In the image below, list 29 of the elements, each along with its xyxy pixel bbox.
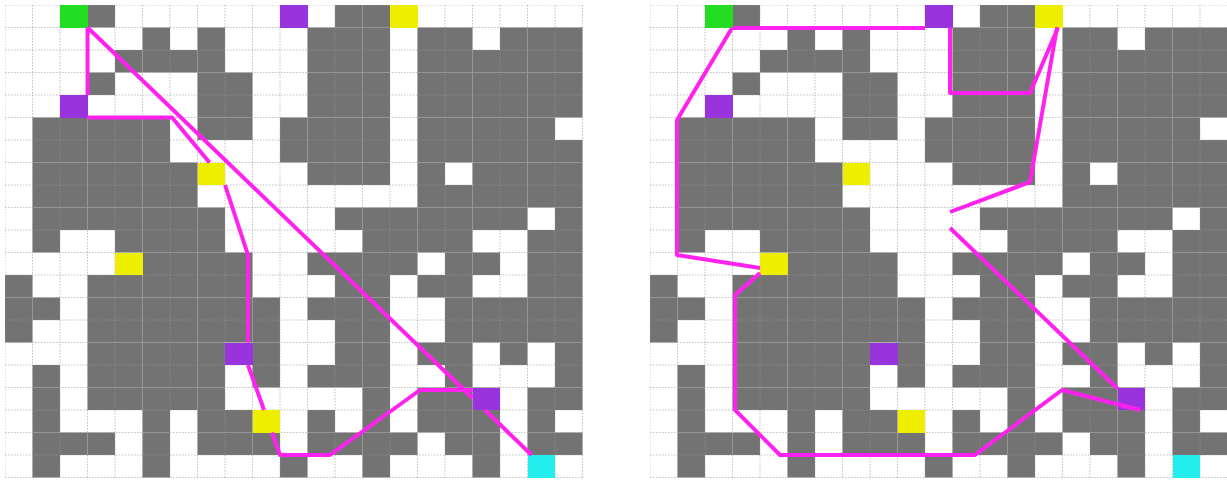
- path-line: [223, 184, 250, 343]
- path-line: [948, 226, 1119, 390]
- marked-cell: [252, 410, 280, 433]
- marked-cell: [527, 455, 555, 478]
- marked-cell: [60, 5, 88, 28]
- marked-cell: [1172, 455, 1200, 478]
- path-line: [270, 388, 473, 457]
- path-line: [732, 26, 925, 30]
- marked-cell: [705, 95, 733, 118]
- marked-cell: [60, 95, 88, 118]
- path-line: [246, 364, 266, 411]
- path-line: [949, 27, 1059, 214]
- marked-cell: [897, 410, 925, 433]
- marked-cell: [115, 252, 143, 275]
- path-line: [733, 271, 1141, 457]
- path-line: [85, 27, 90, 95]
- path-line: [675, 26, 761, 270]
- marked-cell: [870, 342, 898, 365]
- marked-cell: [280, 5, 308, 28]
- marked-cell: [1035, 5, 1063, 28]
- marked-cell: [705, 5, 733, 28]
- path-line: [948, 26, 1060, 95]
- marked-cell: [925, 5, 953, 28]
- path-line: [86, 26, 474, 400]
- path-line: [87, 115, 212, 164]
- path-line: [483, 408, 533, 457]
- marked-cell: [225, 342, 253, 365]
- marked-cell: [390, 5, 418, 28]
- marked-cell: [760, 252, 788, 275]
